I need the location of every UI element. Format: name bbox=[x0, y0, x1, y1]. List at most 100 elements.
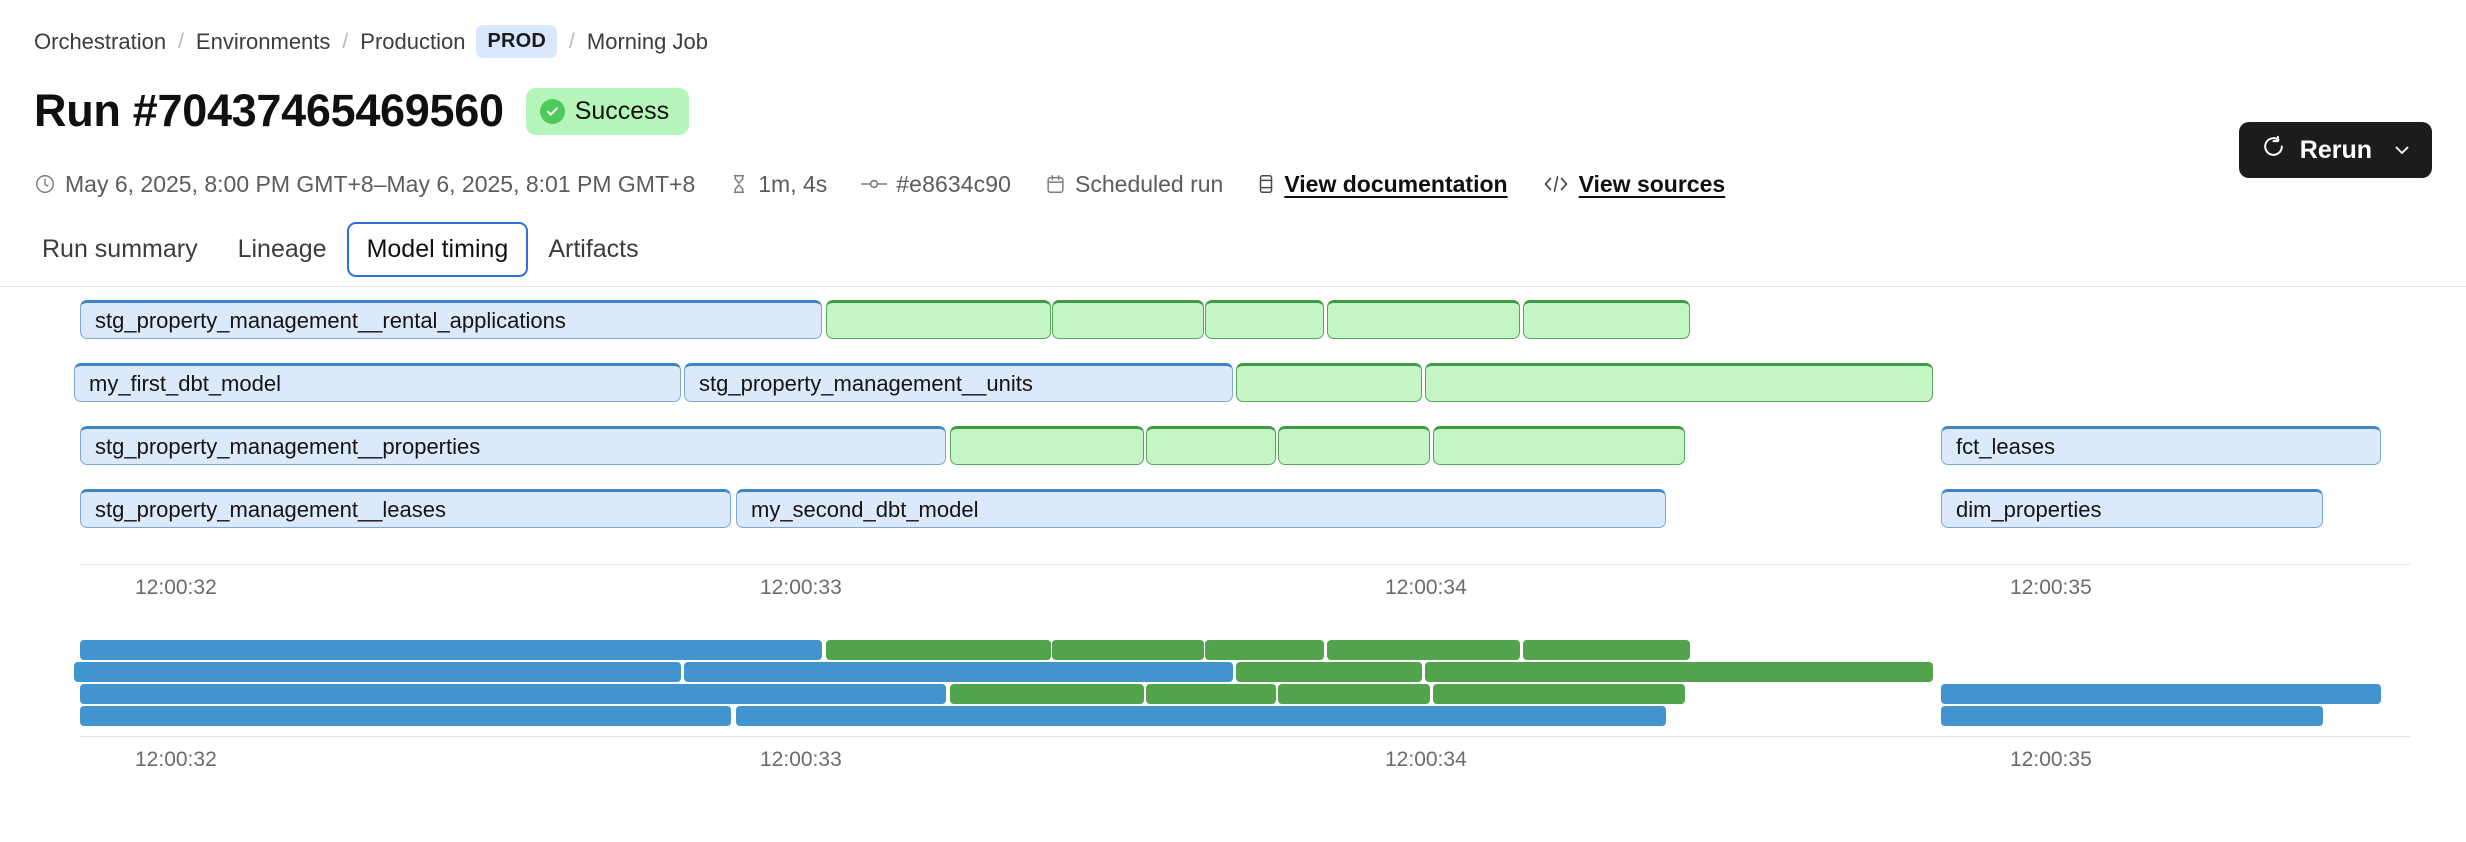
tab-lineage[interactable]: Lineage bbox=[237, 235, 327, 263]
gantt-bar-label: dim_properties bbox=[1956, 496, 2102, 522]
gantt-bar-label: stg_property_management__leases bbox=[95, 496, 447, 522]
axis-tick-label: 12:00:33 bbox=[760, 748, 842, 771]
gantt-bar-test[interactable] bbox=[826, 300, 1051, 339]
gantt-bar-test[interactable] bbox=[1278, 426, 1430, 465]
minimap-bar-test[interactable] bbox=[1236, 662, 1422, 682]
minimap-bar-model[interactable] bbox=[80, 640, 822, 660]
gantt-bar-test[interactable] bbox=[1052, 300, 1204, 339]
chevron-down-icon[interactable] bbox=[2392, 140, 2412, 160]
minimap-row bbox=[0, 640, 2466, 662]
meta-commit: #e8634c90 bbox=[861, 170, 1011, 198]
meta-trigger-text: Scheduled run bbox=[1075, 171, 1224, 197]
git-commit-icon bbox=[861, 175, 888, 193]
tab-bar-divider bbox=[0, 286, 2466, 287]
meta-timerange-text: May 6, 2025, 8:00 PM GMT+8–May 6, 2025, … bbox=[65, 171, 696, 197]
breadcrumb: Orchestration / Environments / Productio… bbox=[34, 25, 708, 58]
minimap-bar-model[interactable] bbox=[74, 662, 681, 682]
minimap-bar-test[interactable] bbox=[1523, 640, 1690, 660]
minimap-bar-model[interactable] bbox=[736, 706, 1666, 726]
gantt-bar-stg_property_management__properties[interactable]: stg_property_management__properties bbox=[80, 426, 946, 465]
rerun-button-label: Rerun bbox=[2299, 135, 2372, 164]
breadcrumb-separator: / bbox=[178, 29, 184, 53]
axis-tick-label: 12:00:34 bbox=[1385, 576, 1467, 599]
breadcrumb-item-orchestration[interactable]: Orchestration bbox=[34, 28, 167, 54]
minimap-row bbox=[0, 684, 2466, 706]
minimap-bar-model[interactable] bbox=[80, 684, 946, 704]
page-title: Run #70437465469560 bbox=[34, 85, 504, 136]
minimap-bar-test[interactable] bbox=[1433, 684, 1685, 704]
gantt-bar-label: my_second_dbt_model bbox=[751, 496, 979, 522]
gantt-row: stg_property_management__leases my_second… bbox=[0, 489, 2466, 552]
minimap-bar-model[interactable] bbox=[80, 706, 731, 726]
gantt-bar-stg_property_management__rental_applications[interactable]: stg_property_management__rental_applicat… bbox=[80, 300, 822, 339]
meta-sources-link[interactable]: View sources bbox=[1542, 170, 1726, 198]
code-icon bbox=[1542, 174, 1570, 194]
tab-model-timing[interactable]: Model timing bbox=[346, 222, 529, 277]
minimap-bar-test[interactable] bbox=[1052, 640, 1204, 660]
gantt-bar-label: stg_property_management__properties bbox=[95, 433, 481, 459]
gantt-bar-fct_leases[interactable]: fct_leases bbox=[1941, 426, 2381, 465]
gantt-bar-label: my_first_dbt_model bbox=[89, 370, 281, 396]
gantt-bar-label: stg_property_management__rental_applicat… bbox=[95, 307, 566, 333]
tab-artifacts[interactable]: Artifacts bbox=[548, 235, 639, 263]
breadcrumb-item-morning-job[interactable]: Morning Job bbox=[586, 28, 708, 54]
minimap-bar-test[interactable] bbox=[1146, 684, 1276, 704]
minimap-bar-test[interactable] bbox=[826, 640, 1051, 660]
gantt-row: stg_property_management__rental_applicat… bbox=[0, 300, 2466, 363]
gantt-bar-dim_properties[interactable]: dim_properties bbox=[1941, 489, 2323, 528]
gantt-axis-rule bbox=[80, 564, 2410, 565]
axis-tick-label: 12:00:32 bbox=[135, 576, 217, 599]
meta-documentation-link[interactable]: View documentation bbox=[1257, 170, 1508, 198]
gantt-bar-test[interactable] bbox=[1433, 426, 1685, 465]
calendar-icon bbox=[1045, 173, 1066, 195]
meta-documentation-label[interactable]: View documentation bbox=[1284, 171, 1508, 197]
minimap-bar-model[interactable] bbox=[1941, 684, 2381, 704]
breadcrumb-separator: / bbox=[342, 29, 349, 53]
gantt-row: stg_property_management__properties fct_l… bbox=[0, 426, 2466, 489]
status-badge-label: Success bbox=[574, 96, 670, 125]
breadcrumb-separator: / bbox=[569, 29, 575, 53]
gantt-bar-test[interactable] bbox=[950, 426, 1144, 465]
rerun-button[interactable]: Rerun bbox=[2238, 122, 2432, 178]
hourglass-icon bbox=[729, 173, 749, 195]
gantt-bar-test[interactable] bbox=[1425, 363, 1933, 402]
gantt-bar-test[interactable] bbox=[1146, 426, 1276, 465]
axis-tick-label: 12:00:35 bbox=[2010, 576, 2092, 599]
clock-icon bbox=[34, 173, 56, 195]
meta-sources-label[interactable]: View sources bbox=[1578, 171, 1726, 197]
gantt-bar-stg_property_management__leases[interactable]: stg_property_management__leases bbox=[80, 489, 731, 528]
minimap-bar-test[interactable] bbox=[1327, 640, 1520, 660]
meta-duration: 1m, 4s bbox=[729, 170, 827, 198]
gantt-bar-label: stg_property_management__units bbox=[699, 370, 1033, 396]
breadcrumb-badge-prod: PROD bbox=[476, 25, 558, 58]
minimap-row bbox=[0, 662, 2466, 684]
minimap-bar-test[interactable] bbox=[1425, 662, 1933, 682]
gantt-bar-test[interactable] bbox=[1327, 300, 1520, 339]
gantt-bar-my_first_dbt_model[interactable]: my_first_dbt_model bbox=[74, 363, 681, 402]
meta-commit-text: #e8634c90 bbox=[896, 171, 1012, 197]
gantt-bar-label: fct_leases bbox=[1956, 433, 2056, 459]
gantt-bar-stg_property_management__units[interactable]: stg_property_management__units bbox=[684, 363, 1233, 402]
meta-duration-text: 1m, 4s bbox=[758, 171, 828, 197]
breadcrumb-item-production[interactable]: Production bbox=[360, 28, 466, 54]
gantt-bar-test[interactable] bbox=[1236, 363, 1422, 402]
gantt-bar-test[interactable] bbox=[1205, 300, 1324, 339]
minimap-bar-test[interactable] bbox=[950, 684, 1144, 704]
tab-run-summary[interactable]: Run summary bbox=[42, 235, 198, 263]
breadcrumb-item-environments[interactable]: Environments bbox=[195, 28, 331, 54]
gantt-bar-my_second_dbt_model[interactable]: my_second_dbt_model bbox=[736, 489, 1666, 528]
minimap-bar-model[interactable] bbox=[684, 662, 1233, 682]
refresh-icon bbox=[2261, 134, 2286, 166]
minimap-bar-test[interactable] bbox=[1205, 640, 1324, 660]
minimap-bar-model[interactable] bbox=[1941, 706, 2323, 726]
title-row: Run #70437465469560 Success bbox=[34, 85, 690, 137]
axis-tick-label: 12:00:34 bbox=[1385, 748, 1467, 771]
minimap-axis-rule bbox=[80, 736, 2410, 737]
book-icon bbox=[1257, 173, 1275, 195]
gantt-bar-test[interactable] bbox=[1523, 300, 1690, 339]
meta-trigger: Scheduled run bbox=[1045, 170, 1223, 198]
minimap-bar-test[interactable] bbox=[1278, 684, 1430, 704]
